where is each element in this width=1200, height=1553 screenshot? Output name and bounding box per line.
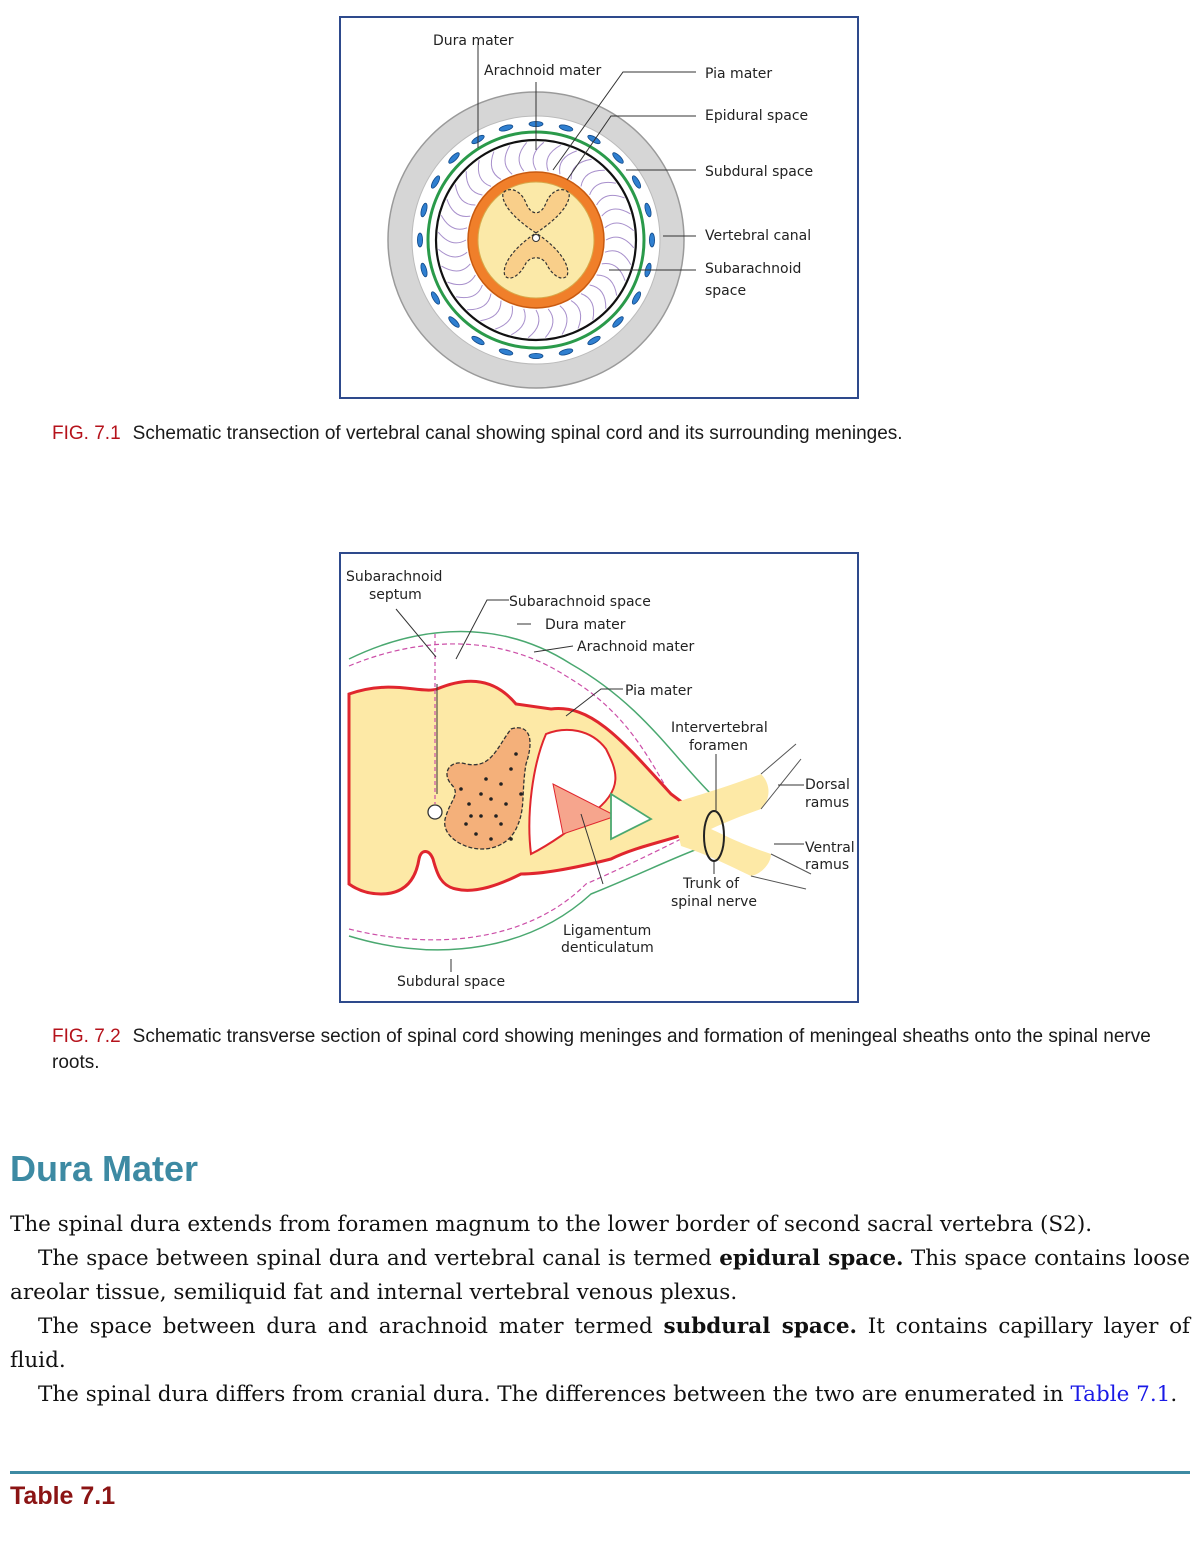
label-ventral-2: ramus <box>805 857 849 873</box>
label-foramen-1: Intervertebral <box>671 720 768 736</box>
neuron-dot <box>489 837 493 841</box>
paragraph-4-text-c: . <box>1170 1382 1177 1407</box>
epidural-vein <box>417 233 422 247</box>
section-body: The spinal dura extends from foramen mag… <box>10 1208 1190 1412</box>
label-subarachnoid-2: space <box>705 283 746 299</box>
label-dura-mater: Dura mater <box>433 33 514 49</box>
paragraph-4-text-a: The spinal dura differs from cranial dur… <box>38 1382 1070 1407</box>
label-dura-mater: Dura mater <box>545 617 626 633</box>
label-epidural-space: Epidural space <box>705 108 808 124</box>
paragraph-3-text-a: The space between dura and arachnoid mat… <box>38 1314 664 1339</box>
label-dorsal-2: ramus <box>805 795 849 811</box>
label-subdural-space: Subdural space <box>705 164 813 180</box>
label-septum-2: septum <box>369 587 422 603</box>
label-subdural-space: Subdural space <box>397 974 505 990</box>
central-canal <box>533 235 540 242</box>
neuron-dot <box>469 814 473 818</box>
neuron-dot <box>519 792 523 796</box>
label-pia-mater: Pia mater <box>625 683 692 699</box>
neuron-dot <box>467 802 471 806</box>
spinal-cord <box>349 681 711 894</box>
neuron-dot <box>459 787 463 791</box>
epidural-vein <box>529 353 543 358</box>
neuron-dot <box>499 782 503 786</box>
neuron-dot <box>479 792 483 796</box>
figure-7-2: Subarachnoid septum Subarachnoid space D… <box>339 552 859 1003</box>
neuron-dot <box>514 752 518 756</box>
neuron-dot <box>464 822 468 826</box>
section-divider <box>10 1471 1190 1474</box>
spinal-canal-transection-diagram: Dura mater Arachnoid mater Pia mater Epi… <box>341 18 857 397</box>
neuron-dot <box>494 814 498 818</box>
label-foramen-2: foramen <box>689 738 748 754</box>
label-dorsal-1: Dorsal <box>805 777 850 793</box>
table-title: Table 7.1 <box>10 1482 115 1511</box>
neuron-dot <box>509 837 513 841</box>
neuron-dot <box>509 767 513 771</box>
label-trunk-2: spinal nerve <box>671 894 757 910</box>
label-arachnoid-mater: Arachnoid mater <box>577 639 694 655</box>
neuron-dot <box>499 822 503 826</box>
central-canal <box>428 805 442 819</box>
neuron-dot <box>484 777 488 781</box>
section-heading: Dura Mater <box>10 1148 198 1190</box>
figure-7-2-caption: FIG. 7.2Schematic transverse section of … <box>52 1024 1162 1076</box>
label-subarachnoid-space: Subarachnoid space <box>509 594 651 610</box>
spinal-nerve-trunk <box>671 774 771 876</box>
label-septum-1: Subarachnoid <box>346 569 442 585</box>
paragraph-2: The space between spinal dura and verteb… <box>10 1242 1190 1310</box>
table-7-1-link[interactable]: Table 7.1 <box>1070 1382 1170 1407</box>
label-trunk-1: Trunk of <box>682 876 740 892</box>
caption-text: Schematic transverse section of spinal c… <box>52 1026 1151 1073</box>
figure-7-1-caption: FIG. 7.1 Schematic transection of vertebr… <box>52 421 1162 447</box>
paragraph-1-text: The spinal dura extends from foramen mag… <box>10 1212 1092 1237</box>
neuron-dot <box>479 814 483 818</box>
figure-7-1: Dura mater Arachnoid mater Pia mater Epi… <box>339 16 859 399</box>
label-ligamentum-1: Ligamentum <box>563 923 651 939</box>
paragraph-1: The spinal dura extends from foramen mag… <box>10 1208 1190 1242</box>
label-subarachnoid-1: Subarachnoid <box>705 261 801 277</box>
epidural-vein <box>649 233 654 247</box>
label-ligamentum-2: denticulatum <box>561 940 654 956</box>
spinal-cord-transverse-section-diagram: Subarachnoid septum Subarachnoid space D… <box>341 554 857 1001</box>
label-pia-mater: Pia mater <box>705 66 772 82</box>
caption-number: FIG. 7.2 <box>52 1026 121 1047</box>
caption-text: Schematic transection of vertebral canal… <box>133 423 903 444</box>
paragraph-4: The spinal dura differs from cranial dur… <box>10 1378 1190 1412</box>
neuron-dot <box>489 797 493 801</box>
label-arachnoid-mater: Arachnoid mater <box>484 63 601 79</box>
neuron-dot <box>474 832 478 836</box>
label-ventral-1: Ventral <box>805 840 855 856</box>
neuron-dot <box>504 802 508 806</box>
label-vertebral-canal: Vertebral canal <box>705 228 811 244</box>
term-subdural-space: subdural space. <box>664 1314 858 1339</box>
paragraph-2-text-a: The space between spinal dura and verteb… <box>38 1246 719 1271</box>
paragraph-3: The space between dura and arachnoid mat… <box>10 1310 1190 1378</box>
term-epidural-space: epidural space. <box>719 1246 903 1271</box>
caption-number: FIG. 7.1 <box>52 423 121 444</box>
